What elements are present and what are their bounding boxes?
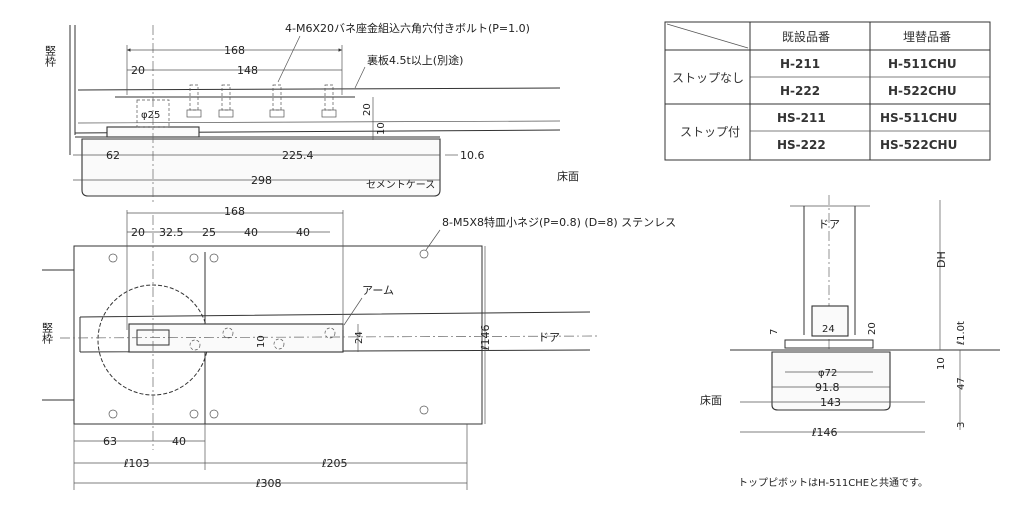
door-label-plan: ドア xyxy=(538,331,560,344)
dim-40a: 40 xyxy=(244,226,258,239)
dim-20-front: 20 xyxy=(867,322,878,335)
header-replacement: 埋替品番 xyxy=(903,30,951,44)
screw-note: 8-M5X8特皿小ネジ(P=0.8) (D=8) ステンレス xyxy=(442,215,676,229)
cell: HS-522CHU xyxy=(880,138,957,152)
dim-47: 47 xyxy=(956,377,967,390)
dim-62: 62 xyxy=(106,149,120,162)
dim-10-6: 10.6 xyxy=(460,149,485,162)
dim-168-plan: 168 xyxy=(224,205,245,218)
dim-91-8: 91.8 xyxy=(815,381,840,394)
bolt-note: 4-M6X20バネ座金組込六角穴付きボルト(P=1.0) xyxy=(285,21,530,35)
arm xyxy=(128,323,344,353)
dim-225-4: 225.4 xyxy=(282,149,314,162)
case-label: セメントケース xyxy=(366,179,435,191)
cell: HS-511CHU xyxy=(880,111,957,125)
dim-l103: ℓ103 xyxy=(123,457,150,470)
dim-32-5: 32.5 xyxy=(159,226,184,239)
model-number-table: 既設品番 埋替品番 ストップなし H-211 H-511CHU H-222 H-… xyxy=(664,21,991,161)
dim-10-front: 10 xyxy=(936,357,947,370)
dim-298: 298 xyxy=(251,174,272,187)
dim-143: 143 xyxy=(820,396,841,409)
pivot-block xyxy=(811,305,849,337)
top-pivot-note: トップピボットはH-511CHEと共通です。 xyxy=(738,477,928,489)
cell: H-511CHU xyxy=(888,57,957,71)
dim-phi72: φ72 xyxy=(818,368,837,379)
backplate-note: 裏板4.5t以上(別途) xyxy=(367,53,463,67)
cell: HS-222 xyxy=(777,138,826,152)
group-label-with-stop: ストップ付 xyxy=(680,125,740,139)
dim-24-front: 24 xyxy=(822,324,835,335)
dim-40-plan: 40 xyxy=(172,435,186,448)
dim-l308: ℓ308 xyxy=(255,477,282,490)
floor-label: 床面 xyxy=(557,169,579,183)
dim-20-vertical: 20 xyxy=(362,103,373,116)
header-existing: 既設品番 xyxy=(782,29,830,44)
cell: H-222 xyxy=(780,84,820,98)
cement-case xyxy=(81,138,441,197)
group-label-no-stop: ストップなし xyxy=(672,71,744,85)
cell: H-522CHU xyxy=(888,84,957,98)
arm-label: アーム xyxy=(362,284,394,297)
front-view: ドア 24 20 7 φ72 91.8 143 ℓ146 床面 DH ℓ1.0t… xyxy=(700,195,1000,489)
dim-l146-plan: ℓ146 xyxy=(479,324,492,351)
cell: H-211 xyxy=(780,57,820,71)
frame-label: 竪枠 xyxy=(44,45,57,68)
cover-plate xyxy=(73,245,483,425)
plan-view: 竪枠 168 20 32.5 25 40 40 8-M5X8特皿小ネジ(P=0.… xyxy=(41,205,676,490)
dim-24-plan: 24 xyxy=(354,331,365,344)
screw-icons xyxy=(108,249,429,419)
case-body-front xyxy=(771,351,891,411)
cell: HS-211 xyxy=(777,111,826,125)
dim-63: 63 xyxy=(103,435,117,448)
dim-10-plan: 10 xyxy=(256,335,267,348)
side-section-view: 竪枠 168 20 148 4-M6X20バネ座金組込六角穴付きボルト(P=1.… xyxy=(44,21,579,205)
dim-dh: DH xyxy=(935,251,948,268)
dim-148: 148 xyxy=(237,64,258,77)
door-label-front: ドア xyxy=(818,218,840,231)
bolts xyxy=(186,84,337,118)
dim-25: 25 xyxy=(202,226,216,239)
dim-phi25: φ25 xyxy=(141,110,160,121)
dim-10-vertical: 10 xyxy=(376,122,387,135)
dim-l1-0t: ℓ1.0t xyxy=(956,321,967,345)
frame-label-plan: 竪枠 xyxy=(41,322,54,345)
dim-3: 3 xyxy=(956,422,967,428)
dim-20-top: 20 xyxy=(131,64,145,77)
dim-20-plan: 20 xyxy=(131,226,145,239)
dim-40b: 40 xyxy=(296,226,310,239)
dim-7: 7 xyxy=(769,329,780,335)
dim-168-top: 168 xyxy=(224,44,245,57)
dim-l146-front: ℓ146 xyxy=(811,426,838,439)
dim-l205: ℓ205 xyxy=(321,457,348,470)
floor-label-front: 床面 xyxy=(700,393,722,407)
